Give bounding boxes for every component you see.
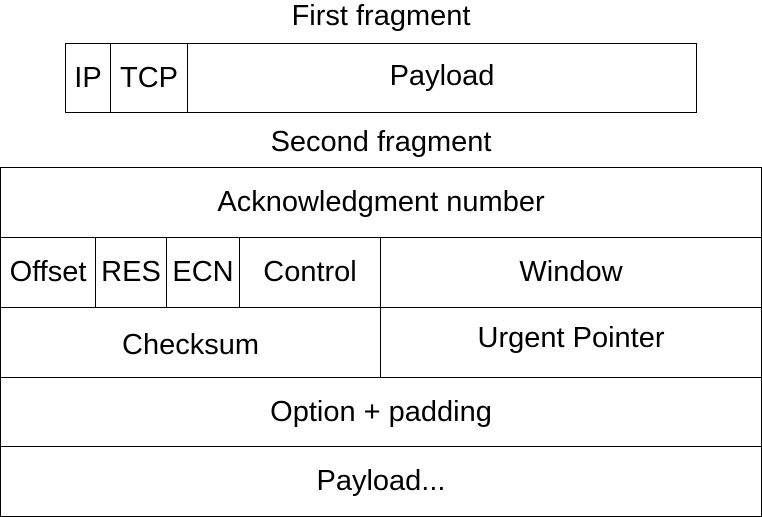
offset-field: Offset: [0, 237, 96, 308]
payload-continuation-field: Payload...: [0, 446, 762, 517]
urgent-pointer-field: Urgent Pointer: [380, 307, 762, 378]
window-field: Window: [380, 237, 762, 308]
acknowledgment-number-label: Acknowledgment number: [217, 186, 545, 218]
window-label: Window: [519, 256, 623, 288]
control-label: Control: [263, 256, 357, 288]
res-label: RES: [101, 256, 161, 288]
payload-continuation-label: Payload...: [316, 465, 446, 497]
checksum-field: Checksum: [0, 307, 381, 378]
first-fragment-title: First fragment: [291, 0, 471, 32]
tcp-field: TCP: [110, 43, 188, 113]
payload-field: Payload: [187, 43, 697, 113]
option-padding-label: Option + padding: [270, 395, 492, 428]
ip-label: IP: [74, 61, 102, 94]
ecn-field: ECN: [166, 237, 240, 308]
checksum-label: Checksum: [122, 329, 259, 361]
option-padding-field: Option + padding: [0, 377, 762, 447]
res-field: RES: [95, 237, 167, 308]
control-field: Control: [239, 237, 381, 308]
ecn-label: ECN: [172, 256, 234, 288]
acknowledgment-number-field: Acknowledgment number: [0, 167, 762, 238]
urgent-pointer-label: Urgent Pointer: [477, 322, 665, 354]
offset-label: Offset: [9, 256, 87, 288]
ip-field: IP: [65, 43, 111, 113]
payload-label: Payload: [389, 60, 495, 92]
second-fragment-title: Second fragment: [270, 126, 492, 158]
tcp-label: TCP: [120, 61, 178, 94]
